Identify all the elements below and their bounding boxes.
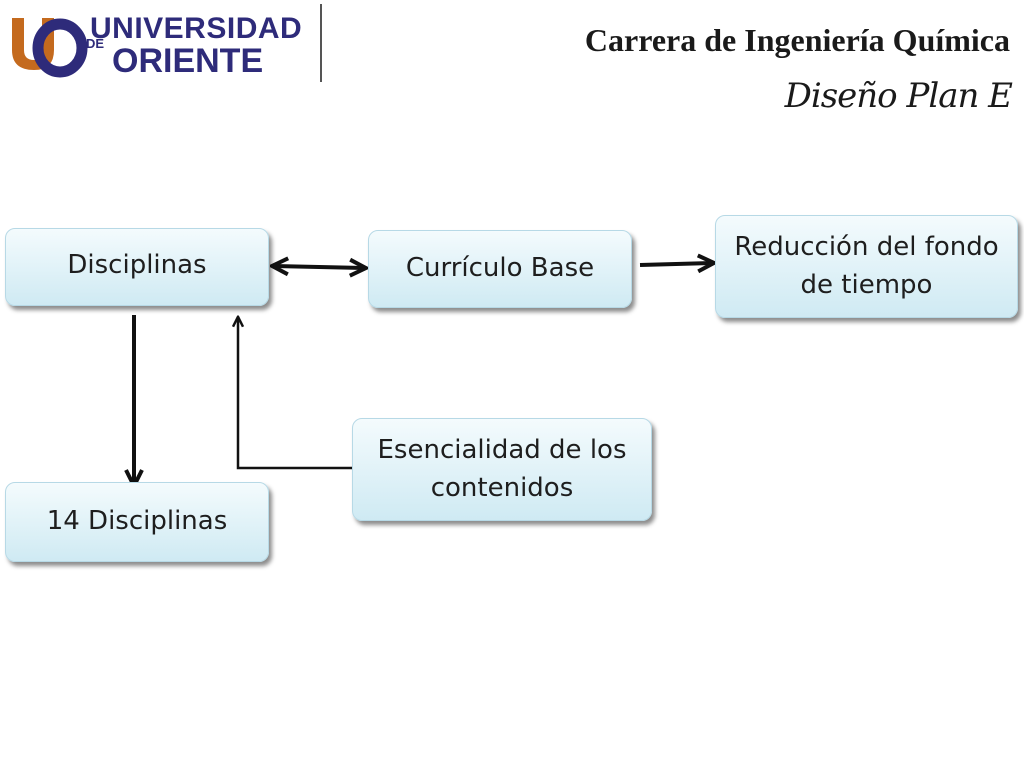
page-subtitle: Diseño Plan E — [784, 76, 1013, 116]
arrow-curriculo-reduccion — [639, 263, 712, 265]
node-esencialidad-contenidos: Esencialidad de los contenidos — [352, 418, 652, 521]
node-reduccion-label: Reducción del fondo de tiempo — [734, 231, 999, 300]
node-14-disciplinas-label: 14 Disciplinas — [46, 506, 228, 537]
logo-emblem-icon — [12, 18, 88, 78]
node-curriculo-base-label: Currículo Base — [405, 253, 595, 284]
logo-text-de: DE — [86, 36, 105, 51]
node-reduccion-fondo-tiempo: Reducción del fondo de tiempo — [715, 215, 1018, 318]
node-disciplinas: Disciplinas — [5, 228, 269, 306]
node-curriculo-base: Currículo Base — [368, 230, 632, 308]
node-14-disciplinas: 14 Disciplinas — [5, 482, 269, 562]
arrow-esencialidad-disciplinas — [238, 318, 352, 470]
node-disciplinas-label: Disciplinas — [67, 250, 207, 280]
university-logo: UNIVERSIDAD DE ORIENTE — [4, 4, 322, 82]
node-esencialidad-label: Esencialidad de los contenidos — [377, 434, 627, 503]
logo-text-universidad: UNIVERSIDAD — [90, 12, 303, 45]
arrow-disciplinas-curriculo — [274, 266, 364, 268]
page-title: Carrera de Ingeniería Química — [584, 22, 1010, 58]
logo-text-oriente: ORIENTE — [112, 42, 264, 80]
